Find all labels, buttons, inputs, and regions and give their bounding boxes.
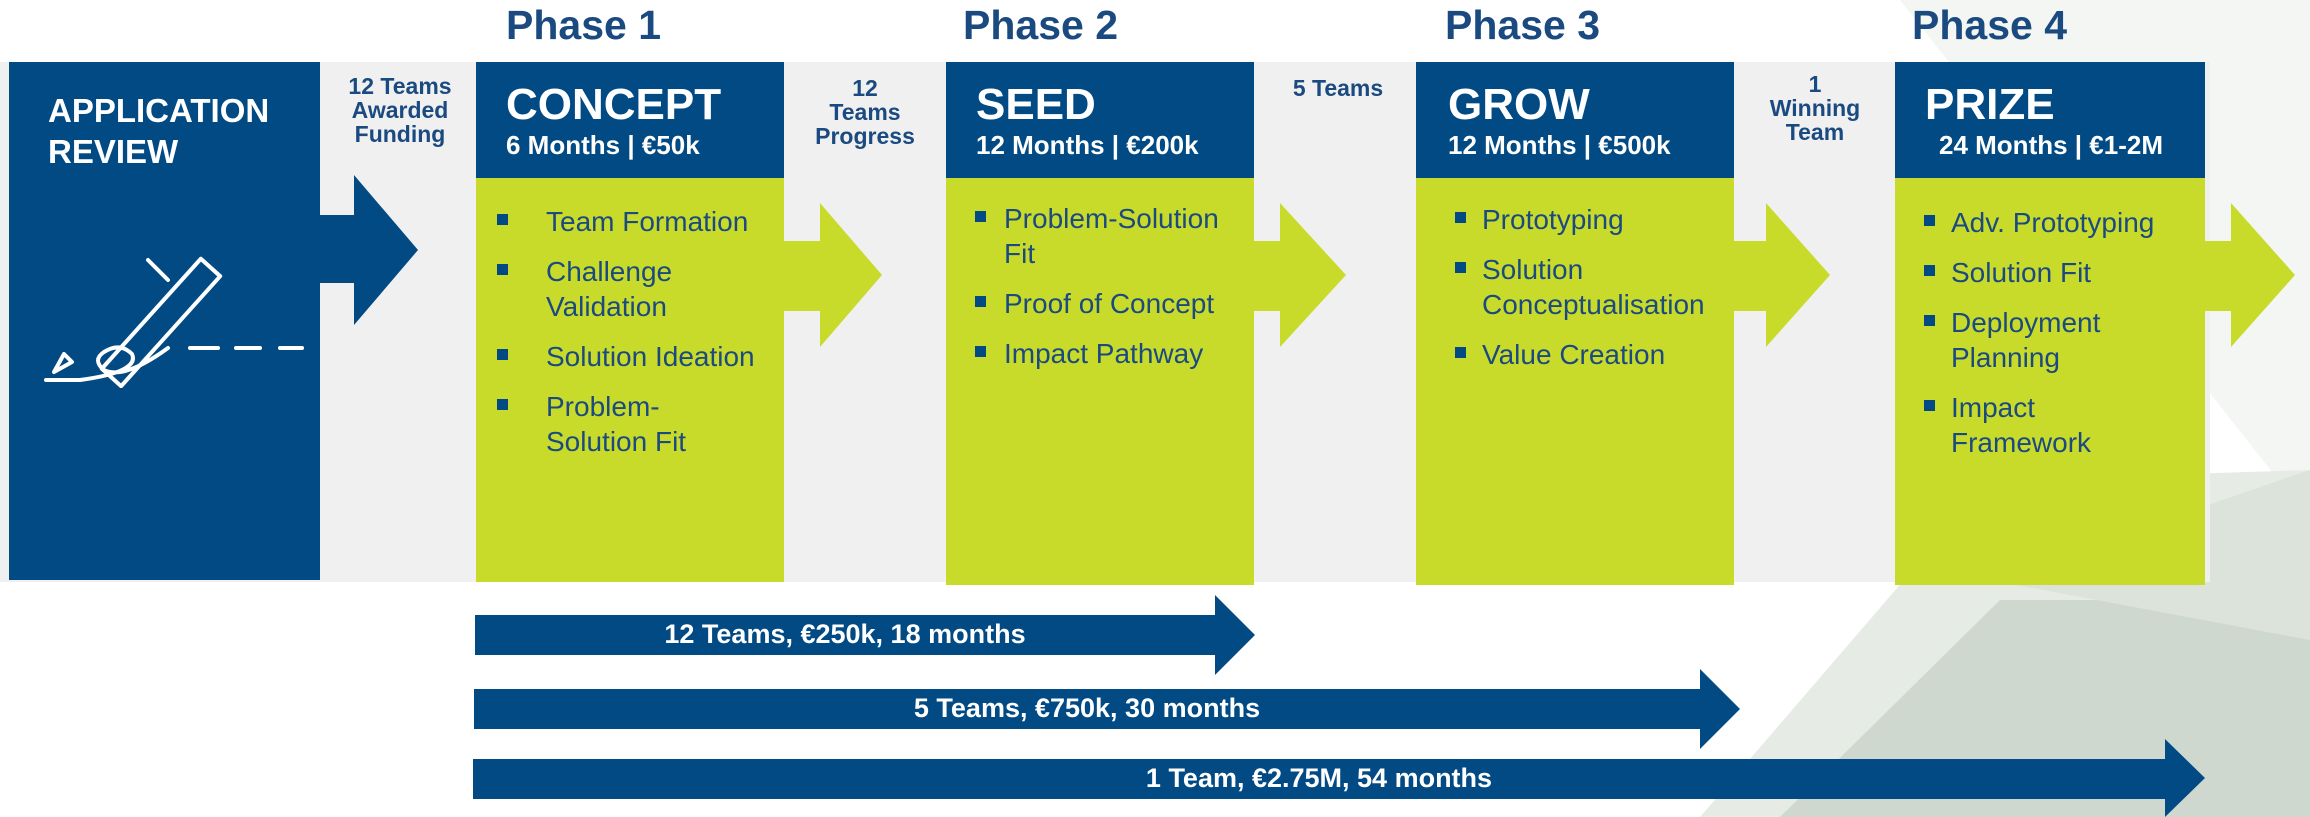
pen-signature-icon xyxy=(44,256,304,388)
stage-concept-subtitle: 6 Months | €50k xyxy=(506,130,700,160)
transition-2-line-3: Progress xyxy=(815,123,915,149)
stage-prize: PRIZE 24 Months | €1-2M Adv. Prototyping… xyxy=(1895,62,2205,585)
bullet-square-icon xyxy=(1924,400,1935,411)
range-arrow-1 xyxy=(475,595,1255,675)
stage-prize-list: Adv. Prototyping Solution Fit Deployment… xyxy=(1921,205,2205,460)
stage-concept-title: CONCEPT xyxy=(506,80,722,129)
stage-prize-body: Adv. Prototyping Solution Fit Deployment… xyxy=(1895,178,2205,585)
bullet-square-icon xyxy=(1924,315,1935,326)
stage-grow-title: GROW xyxy=(1448,80,1590,129)
range-label-2: 5 Teams, €750k, 30 months xyxy=(913,693,1261,723)
transition-4-line-1: 1 xyxy=(1808,71,1822,97)
bullet-square-icon xyxy=(975,296,986,307)
phase-label-1: Phase 1 xyxy=(506,2,661,48)
bullet-square-icon xyxy=(1455,262,1466,273)
list-item: Team Formation xyxy=(494,204,784,239)
stage-grow-subtitle: 12 Months | €500k xyxy=(1448,130,1671,160)
transition-4-line-2: Winning xyxy=(1769,95,1861,121)
phase-label-3: Phase 3 xyxy=(1445,2,1600,48)
stage-concept: CONCEPT 6 Months | €50k Team Formation C… xyxy=(476,62,784,582)
range-arrow-3 xyxy=(473,739,2205,817)
application-review-box xyxy=(9,62,320,580)
bullet-square-icon xyxy=(1924,215,1935,226)
stage-arrow-1 xyxy=(784,203,882,347)
transition-label-4: 1 Winning Team xyxy=(1735,72,1895,144)
stage-prize-header: PRIZE 24 Months | €1-2M xyxy=(1895,62,2205,178)
application-review-line-2: REVIEW xyxy=(48,133,179,170)
transition-2-line-2: Teams xyxy=(829,99,901,125)
stage-arrow-4 xyxy=(2203,203,2295,347)
list-item: Adv. Prototyping xyxy=(1921,205,2205,240)
bullet-square-icon xyxy=(1455,212,1466,223)
list-item: Prototyping xyxy=(1452,202,1734,237)
list-item: Impact Pathway xyxy=(972,336,1254,371)
bullet-square-icon xyxy=(1924,265,1935,276)
transition-4-line-3: Team xyxy=(1785,119,1845,145)
application-review-line-1: APPLICATION xyxy=(48,92,270,129)
bullet-square-icon xyxy=(975,211,986,222)
range-label-1: 12 Teams, €250k, 18 months xyxy=(664,619,1026,649)
stage-arrow-2 xyxy=(1254,203,1346,347)
bullet-square-icon xyxy=(497,264,508,275)
phase-label-4: Phase 4 xyxy=(1912,2,2067,48)
list-item: Proof of Concept xyxy=(972,286,1254,321)
stage-seed-subtitle: 12 Months | €200k xyxy=(976,130,1199,160)
list-item: Problem-Solution Fit xyxy=(494,389,784,459)
transition-3-line-1: 5 Teams xyxy=(1292,75,1384,101)
bullet-square-icon xyxy=(497,349,508,360)
application-review-title: APPLICATION REVIEW xyxy=(48,90,269,172)
range-arrow-2 xyxy=(474,669,1740,749)
bullet-square-icon xyxy=(497,399,508,410)
transition-label-2: 12 Teams Progress xyxy=(795,76,935,148)
bullet-square-icon xyxy=(497,214,508,225)
range-label-3: 1 Team, €2.75M, 54 months xyxy=(1145,763,1493,793)
stage-grow-header: GROW 12 Months | €500k xyxy=(1416,62,1734,178)
transition-1-line-1: 12 Teams xyxy=(348,73,452,99)
stage-prize-title: PRIZE xyxy=(1925,80,2055,129)
phase-label-2: Phase 2 xyxy=(963,2,1118,48)
list-item: Value Creation xyxy=(1452,337,1734,372)
bullet-square-icon xyxy=(975,346,986,357)
application-arrow xyxy=(320,175,418,325)
list-item: Solution Ideation xyxy=(494,339,784,374)
stage-grow: GROW 12 Months | €500k Prototyping Solut… xyxy=(1416,62,1734,585)
transition-1-line-3: Funding xyxy=(354,121,446,147)
list-item: Solution Fit xyxy=(1921,255,2205,290)
transition-label-3: 5 Teams xyxy=(1258,76,1418,100)
transition-1-line-2: Awarded xyxy=(351,97,449,123)
stage-arrow-3 xyxy=(1734,203,1830,347)
transition-2-line-1: 12 xyxy=(852,75,878,101)
bullet-square-icon xyxy=(1455,347,1466,358)
transition-label-1: 12 Teams Awarded Funding xyxy=(325,74,475,146)
stage-seed-header: SEED 12 Months | €200k xyxy=(946,62,1254,178)
stage-prize-subtitle: 24 Months | €1-2M xyxy=(1939,130,2163,160)
stage-concept-header: CONCEPT 6 Months | €50k xyxy=(476,62,784,178)
stage-seed-title: SEED xyxy=(976,80,1096,129)
